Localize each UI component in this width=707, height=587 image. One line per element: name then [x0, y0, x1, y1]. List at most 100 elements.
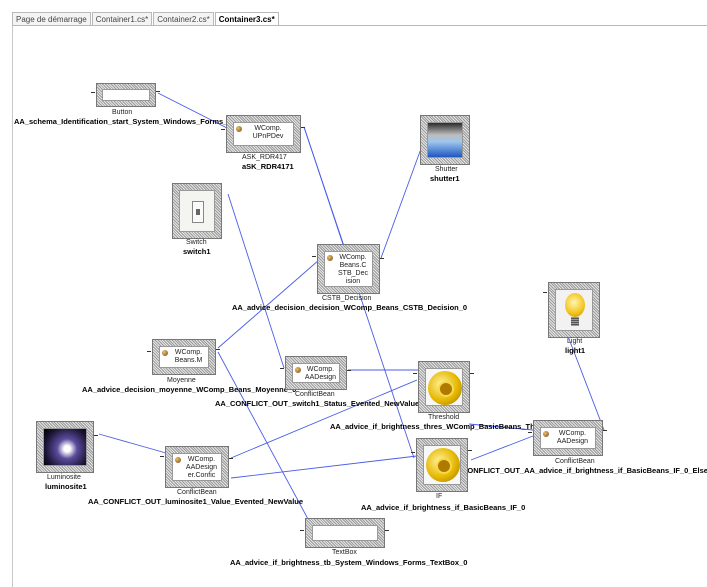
- component-instance-label: switch1: [183, 247, 211, 256]
- component-type-label: Button: [112, 109, 133, 116]
- component-instance-label: luminosite1: [45, 482, 87, 491]
- component-frame: WComp. Beans.C STB_Dec ision: [317, 244, 380, 294]
- bean-icon: [175, 457, 181, 463]
- wire: [157, 92, 228, 129]
- output-port[interactable]: [156, 91, 160, 92]
- textbox-preview: [312, 525, 378, 541]
- bean-icon: [543, 431, 549, 437]
- input-port[interactable]: [411, 452, 415, 453]
- designer-canvas[interactable]: [12, 26, 707, 587]
- input-port[interactable]: [528, 432, 532, 433]
- gears-icon: [425, 368, 463, 406]
- component-type-label: ConflictBean: [555, 458, 595, 465]
- output-port[interactable]: [347, 370, 351, 371]
- input-port[interactable]: [221, 129, 225, 130]
- input-port[interactable]: [413, 373, 417, 374]
- component-instance-label: AA_CONFLICT_OUT_switch1_Status_Evented_N…: [215, 399, 420, 408]
- component-frame: WComp. AADesign er.Confic: [165, 446, 229, 488]
- document-tab-bar: Page de démarrage Container1.cs* Contain…: [0, 0, 707, 26]
- bean-icon: [236, 126, 242, 132]
- component-body: WComp. AADesign: [540, 427, 596, 449]
- tab-container2[interactable]: Container2.cs*: [153, 12, 214, 26]
- output-port[interactable]: [94, 435, 98, 436]
- wire: [470, 435, 534, 461]
- component-class-text: WComp. AADesign er.Confic: [185, 456, 218, 479]
- input-port[interactable]: [91, 92, 95, 93]
- wire: [468, 423, 534, 431]
- component-type-label: Luminosite: [47, 474, 81, 481]
- input-port[interactable]: [300, 530, 304, 531]
- component-body: WComp. AADesign er.Confic: [172, 453, 222, 481]
- bean-icon: [327, 255, 333, 261]
- component-type-label: ASK_RDR417: [242, 154, 287, 161]
- component-instance-label: AA_CONFLICT_OUT_luminosite1_Value_Evente…: [88, 497, 304, 506]
- output-port[interactable]: [385, 530, 389, 531]
- component-frame: WComp. UPnPDev: [226, 115, 301, 153]
- component-frame: WComp. AADesign: [285, 356, 347, 390]
- component-instance-label: AA_advice_decision_decision_WComp_Beans_…: [232, 303, 468, 312]
- tab-start-page[interactable]: Page de démarrage: [12, 12, 91, 26]
- output-port[interactable]: [216, 349, 220, 350]
- component-instance-label: AA_advice_decision_moyenne_WComp_Beans_M…: [82, 385, 297, 394]
- component-type-label: Light: [567, 338, 583, 345]
- sensor-icon: [43, 428, 87, 466]
- input-port[interactable]: [543, 292, 547, 293]
- wire: [380, 145, 423, 259]
- bulb-glass: [565, 293, 585, 317]
- component-frame: [172, 183, 222, 239]
- output-port[interactable]: [603, 430, 607, 431]
- component-body: WComp. UPnPDev: [233, 122, 294, 146]
- component-type-label: IF: [436, 493, 443, 500]
- component-class-text: WComp. AADesign: [556, 430, 589, 445]
- component-instance-label: AA_advice_if_brightness_thres_WComp_Basi…: [330, 422, 571, 431]
- output-port[interactable]: [468, 450, 472, 451]
- component-frame: [36, 421, 94, 473]
- component-type-label: Threshold: [428, 414, 460, 421]
- input-port[interactable]: [160, 456, 164, 457]
- switch-toggle: [196, 209, 200, 215]
- component-body: WComp. AADesign: [292, 363, 340, 383]
- component-class-text: WComp. AADesign: [304, 366, 337, 381]
- tab-container1[interactable]: Container1.cs*: [91, 12, 153, 26]
- output-port[interactable]: [470, 373, 474, 374]
- gear-hub: [438, 381, 454, 397]
- component-frame: WComp. AADesign: [533, 420, 603, 456]
- component-instance-label: AA_advice_if_brightness_tb_System_Window…: [230, 558, 468, 567]
- output-port[interactable]: [380, 258, 384, 259]
- component-frame: [416, 438, 468, 492]
- component-type-label: CSTB_Decision: [322, 295, 372, 302]
- shutter-icon: [427, 122, 463, 158]
- input-port[interactable]: [147, 351, 151, 352]
- component-type-label: ConflictBean: [177, 489, 217, 496]
- wire: [227, 193, 285, 369]
- component-instance-label: shutter1: [430, 174, 460, 183]
- tab-container3[interactable]: Container3.cs*: [214, 12, 279, 26]
- input-port[interactable]: [312, 256, 316, 257]
- component-instance-label: AA_CONFLICT_OUT_AA_advice_if_brightness_…: [447, 466, 707, 475]
- wire: [230, 379, 418, 459]
- wire: [98, 433, 167, 454]
- component-type-label: TextBox: [332, 549, 357, 556]
- component-body: WComp. Beans.C STB_Dec ision: [324, 251, 373, 287]
- wire: [217, 259, 320, 349]
- bulb-base: [571, 317, 579, 326]
- component-frame: [420, 115, 470, 165]
- component-type-label: ConflictBean: [295, 391, 335, 398]
- tab-strip: Page de démarrage Container1.cs* Contain…: [12, 12, 280, 26]
- switch-rocker: [192, 201, 204, 223]
- component-body: WComp. Beans.M: [159, 346, 209, 368]
- component-type-label: Shutter: [435, 166, 458, 173]
- component-frame: [418, 361, 470, 413]
- output-port[interactable]: [301, 127, 305, 128]
- gear-hub: [436, 458, 452, 474]
- component-class-text: WComp. Beans.M: [174, 349, 203, 364]
- component-type-label: Moyenne: [167, 377, 196, 384]
- component-instance-label: aSK_RDR4171: [242, 162, 294, 171]
- wire: [217, 351, 323, 546]
- component-instance-label: AA_schema_Identification_start_System_Wi…: [14, 117, 260, 126]
- output-port[interactable]: [229, 458, 233, 459]
- wire: [230, 455, 418, 479]
- switch-icon: [179, 190, 215, 232]
- input-port[interactable]: [280, 368, 284, 369]
- component-class-text: WComp. UPnPDev: [252, 125, 284, 140]
